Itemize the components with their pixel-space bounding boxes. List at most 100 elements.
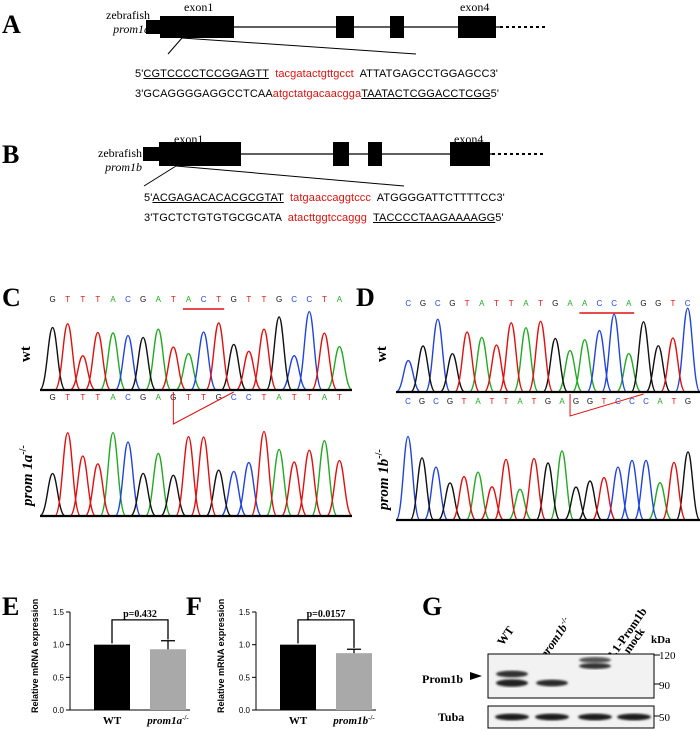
d-wt-peak-2 bbox=[424, 318, 451, 393]
chart-f-xlabel-1: prom1b-/- bbox=[332, 714, 375, 727]
c-mut-base-7: A bbox=[156, 393, 162, 402]
c-mut-base-15: A bbox=[276, 393, 282, 402]
marker-90: 90 bbox=[659, 680, 670, 692]
d-wt-peak-11 bbox=[556, 349, 584, 393]
c-mut-base-1: T bbox=[65, 393, 70, 402]
c-wt-base-0: G bbox=[49, 295, 55, 304]
c-mut-base-10: T bbox=[201, 393, 206, 402]
c-wt-base-1: T bbox=[65, 295, 70, 304]
d-mut-base-18: A bbox=[657, 397, 663, 406]
d-mut-peak-6 bbox=[479, 486, 505, 521]
d-mut-peak-12 bbox=[563, 486, 589, 521]
c-mut-base-12: C bbox=[231, 393, 237, 402]
c-wt-base-18: T bbox=[322, 295, 327, 304]
d-mut-base-8: A bbox=[517, 397, 523, 406]
c-wt-peak-3 bbox=[84, 331, 112, 391]
c-mut-peak-14 bbox=[250, 430, 278, 517]
c-mut-base-19: T bbox=[337, 393, 342, 402]
d-mut-peak-5 bbox=[465, 471, 491, 521]
c-mut-base-16: T bbox=[292, 393, 297, 402]
chart-e-p-value: p=0.432 bbox=[123, 609, 157, 620]
chart-e-ytick-3: 1.5 bbox=[53, 608, 65, 617]
chart-f-ytick-1: 0.5 bbox=[239, 673, 251, 682]
d-wt-peak-3 bbox=[439, 352, 466, 393]
panel-label-d: D bbox=[356, 283, 375, 312]
c-mut-peak-4 bbox=[99, 431, 127, 517]
c-wt-base-9: A bbox=[186, 295, 192, 304]
chart-f-bar-0 bbox=[280, 644, 316, 710]
c-mut-peak-10 bbox=[190, 436, 218, 517]
c-wt-peak-18 bbox=[310, 332, 338, 391]
chart-f-ytick-2: 1.0 bbox=[239, 641, 251, 650]
c-wt-base-5: C bbox=[125, 295, 131, 304]
c-mut-peak-18 bbox=[310, 439, 338, 517]
d-wt-base-7: T bbox=[509, 299, 514, 308]
d-mut-peak-18 bbox=[647, 481, 673, 521]
gene-structure-b bbox=[143, 142, 545, 187]
chart-e-ytick-0: 0.0 bbox=[53, 706, 65, 715]
gene-structure-a bbox=[146, 16, 548, 55]
d-wt-peak-12 bbox=[571, 338, 598, 393]
gene-name-b: prom1b bbox=[105, 160, 142, 174]
chart-e-xlabel-1: prom1a-/- bbox=[146, 714, 189, 727]
row-label-prom1b: Prom1b bbox=[422, 672, 464, 686]
d-wt-base-13: C bbox=[597, 299, 603, 308]
d-mut-peak-4 bbox=[451, 475, 477, 521]
c-wt-base-7: A bbox=[156, 295, 162, 304]
d-mut-base-10: G bbox=[545, 397, 551, 406]
d-wt-peak-16 bbox=[630, 321, 657, 393]
c-mut-base-17: T bbox=[307, 393, 312, 402]
c-mut-peak-17 bbox=[295, 449, 323, 517]
d-wt-base-2: C bbox=[435, 299, 441, 308]
d-mut-base-9: T bbox=[532, 397, 537, 406]
d-wt-base-4: T bbox=[465, 299, 470, 308]
trace-label-d-wt: wt bbox=[374, 346, 390, 362]
c-wt-peak-8 bbox=[159, 346, 187, 391]
panel-label-a: A bbox=[2, 10, 21, 39]
c-wt-peak-11 bbox=[205, 322, 233, 391]
d-wt-peak-13 bbox=[586, 329, 613, 393]
lane-label-wt: WT bbox=[494, 623, 517, 649]
c-wt-base-15: G bbox=[276, 295, 282, 304]
d-wt-peak-4 bbox=[454, 331, 481, 393]
c-wt-peak-1 bbox=[54, 323, 82, 391]
d-wt-peak-10 bbox=[542, 337, 569, 393]
d-wt-base-18: T bbox=[670, 299, 675, 308]
panel-label-f: F bbox=[186, 592, 202, 621]
d-mut-peak-10 bbox=[535, 462, 561, 521]
panel-label-b: B bbox=[2, 140, 20, 169]
d-mut-base-20: G bbox=[685, 397, 691, 406]
d-wt-base-12: A bbox=[582, 299, 588, 308]
c-wt-base-3: T bbox=[95, 295, 100, 304]
seq-top-a: 5'CGTCCCCTCCGGAGTT tacgatactgttgcct ATTA… bbox=[135, 68, 499, 80]
c-wt-base-12: G bbox=[231, 295, 237, 304]
d-wt-peak-17 bbox=[645, 345, 672, 393]
c-mut-peak-6 bbox=[129, 472, 157, 517]
d-mut-peak-1 bbox=[409, 457, 435, 521]
c-mut-peak-19 bbox=[325, 459, 352, 517]
d-wt-peak-6 bbox=[483, 344, 510, 393]
seq-bottom-a: 3'GCAGGGGAGGCCTCAAatgctatgacaacggaTAATAC… bbox=[135, 88, 500, 100]
d-mut-peak-19 bbox=[661, 461, 687, 521]
d-wt-peak-1 bbox=[409, 345, 437, 393]
d-mut-peak-0 bbox=[396, 435, 421, 521]
c-mut-peak-12 bbox=[220, 470, 248, 517]
d-wt-base-5: A bbox=[479, 299, 485, 308]
c-wt-peak-14 bbox=[250, 328, 278, 391]
c-wt-peak-17 bbox=[295, 310, 323, 391]
c-wt-peak-13 bbox=[235, 350, 263, 391]
c-wt-base-6: G bbox=[140, 295, 146, 304]
d-wt-peak-9 bbox=[527, 320, 554, 393]
c-wt-base-10: C bbox=[201, 295, 207, 304]
c-mut-peak-3 bbox=[84, 463, 112, 517]
exon1-label-a: exon1 bbox=[184, 0, 214, 14]
y-axis-label-f: Relative mRNA expression bbox=[216, 598, 226, 713]
d-wt-base-17: G bbox=[655, 299, 661, 308]
seq-top-b: 5'ACGAGACACACGCGTAT tatgaaccaggtccc ATGG… bbox=[144, 192, 505, 204]
c-wt-base-14: T bbox=[262, 295, 267, 304]
trace-label-c-mut: prom 1a-/- bbox=[18, 445, 36, 506]
gene-species-a: zebrafish bbox=[106, 8, 150, 22]
d-mut-peak-9 bbox=[521, 457, 547, 521]
